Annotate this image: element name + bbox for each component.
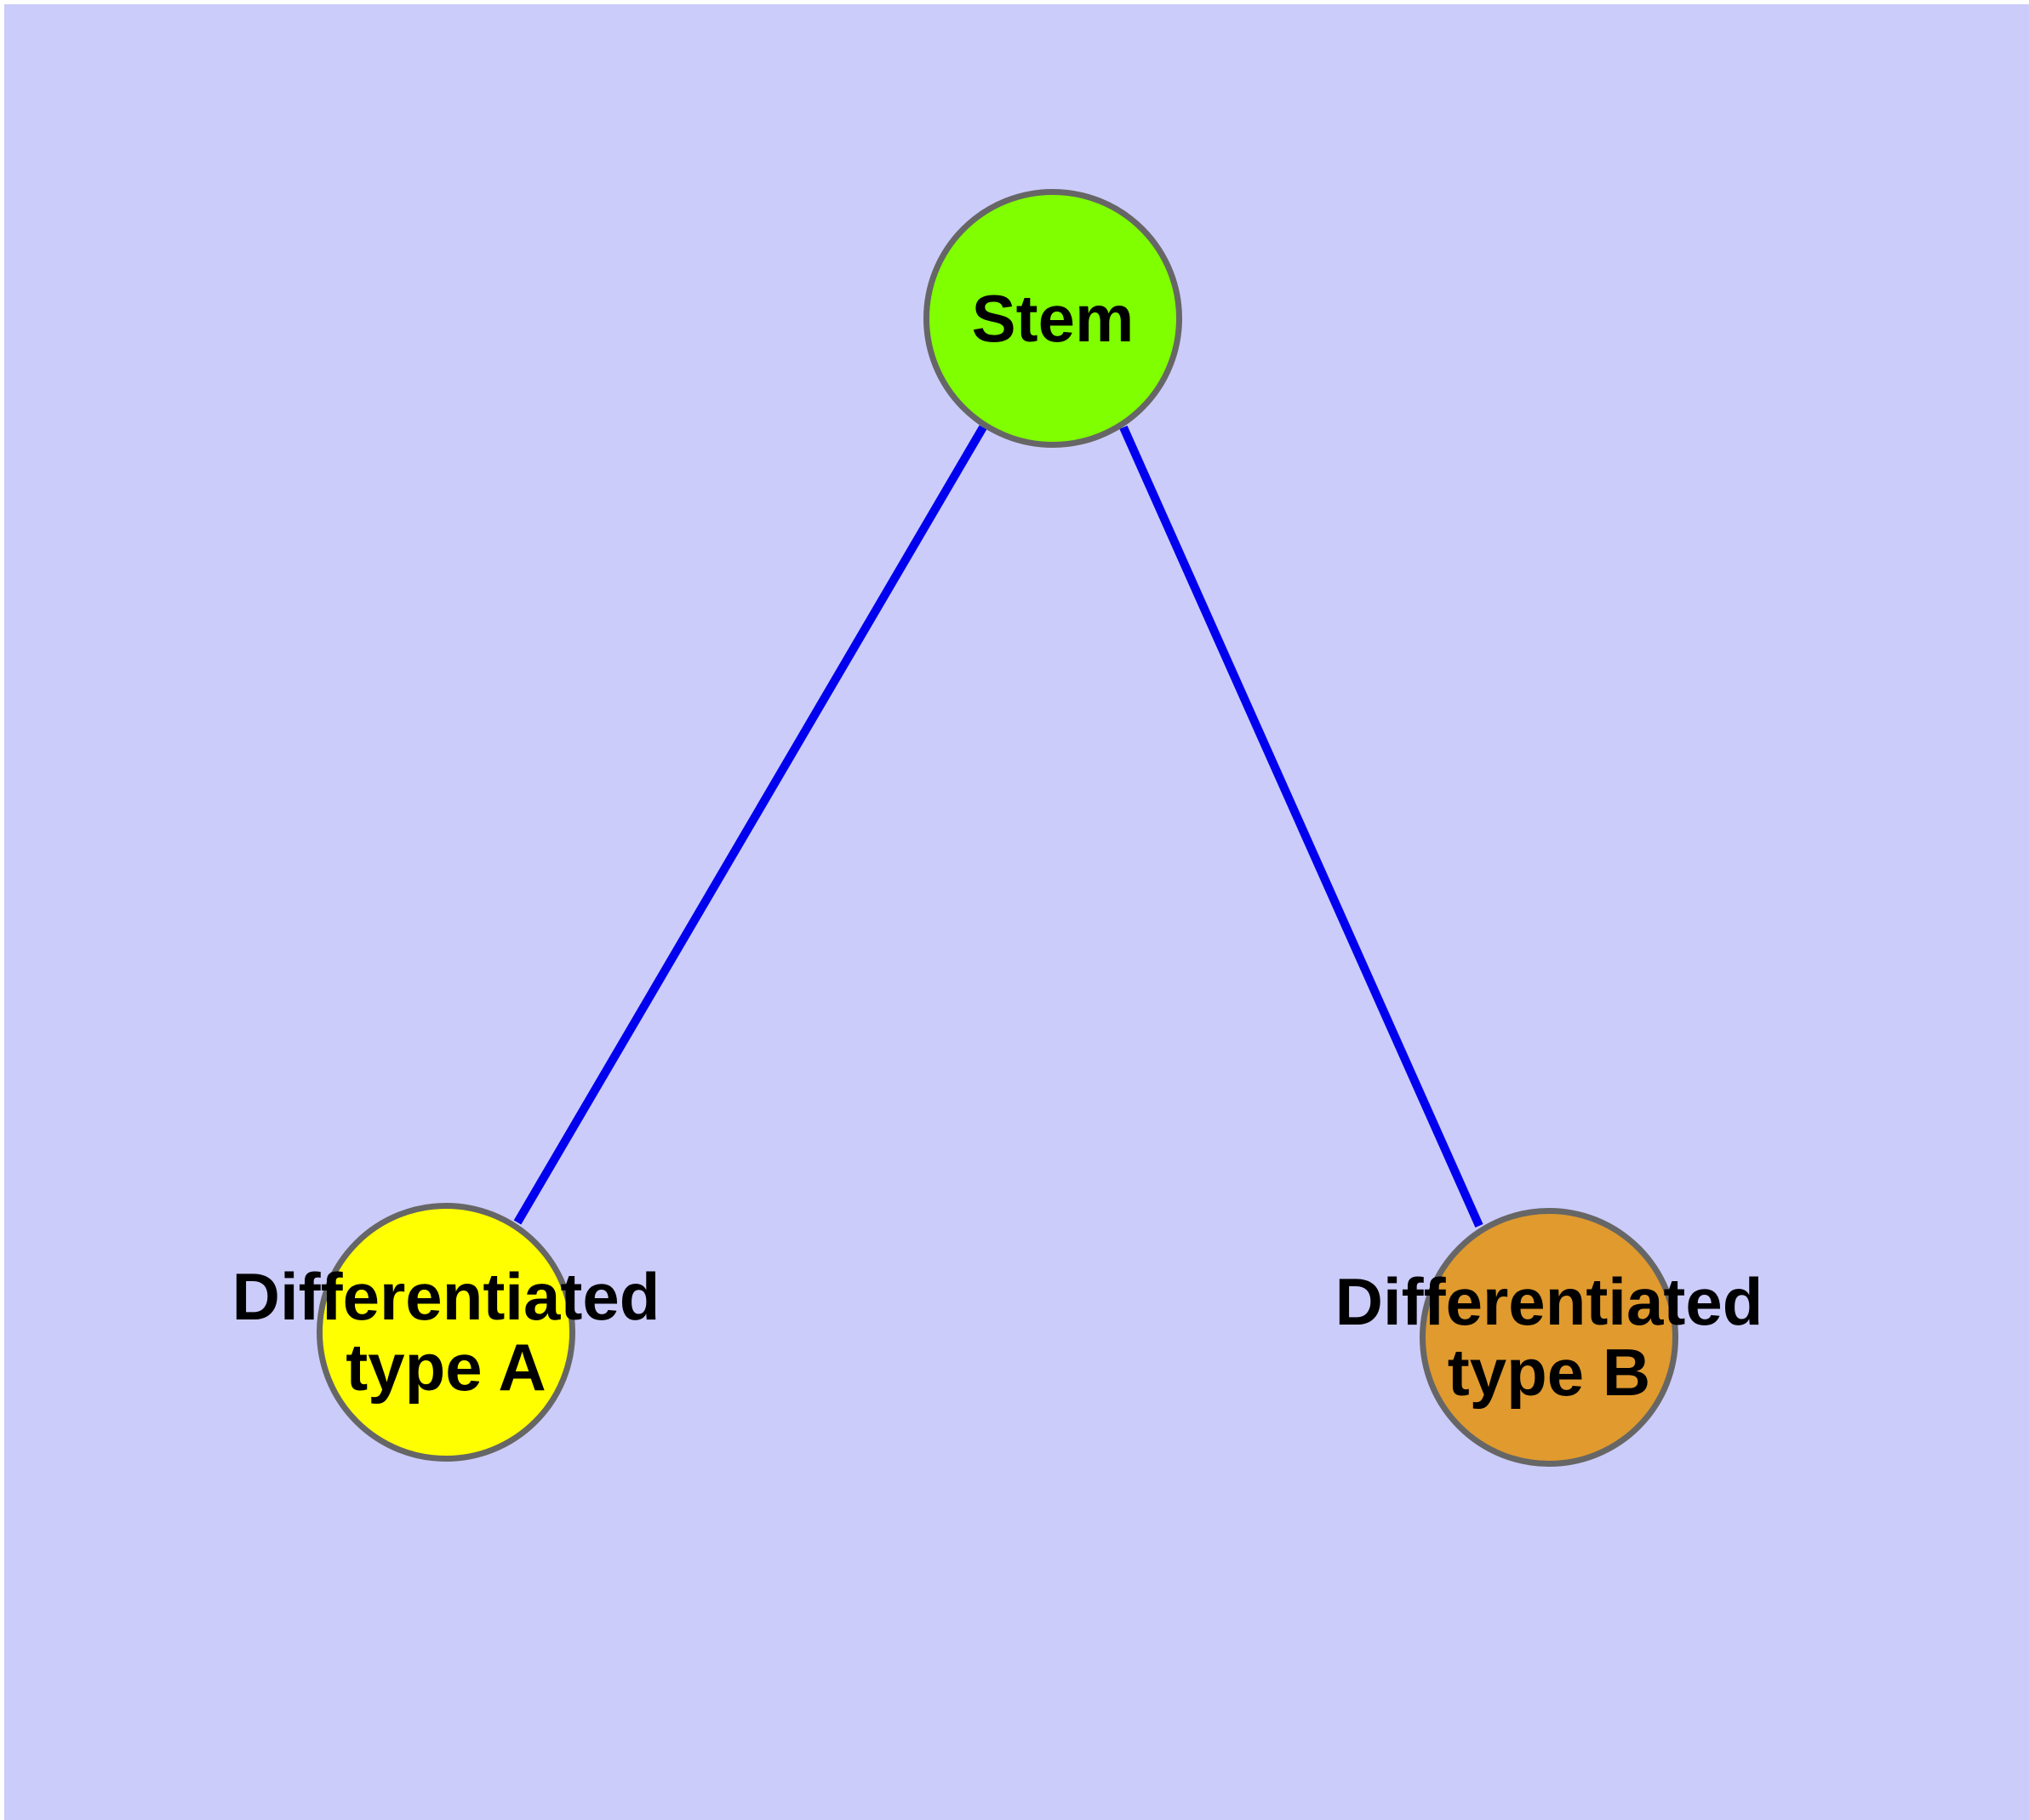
edge-stem-to-diff-b	[1119, 425, 1483, 1228]
node-differentiated-type-a[interactable]	[317, 1203, 575, 1462]
node-differentiated-type-b[interactable]	[1420, 1208, 1678, 1467]
node-stem[interactable]	[923, 189, 1182, 448]
edge-layer	[513, 425, 1483, 1228]
diagram-plot-area: Stem Differentiated type A Differentiate…	[4, 4, 2029, 1820]
edge-stem-to-diff-a	[513, 425, 987, 1225]
